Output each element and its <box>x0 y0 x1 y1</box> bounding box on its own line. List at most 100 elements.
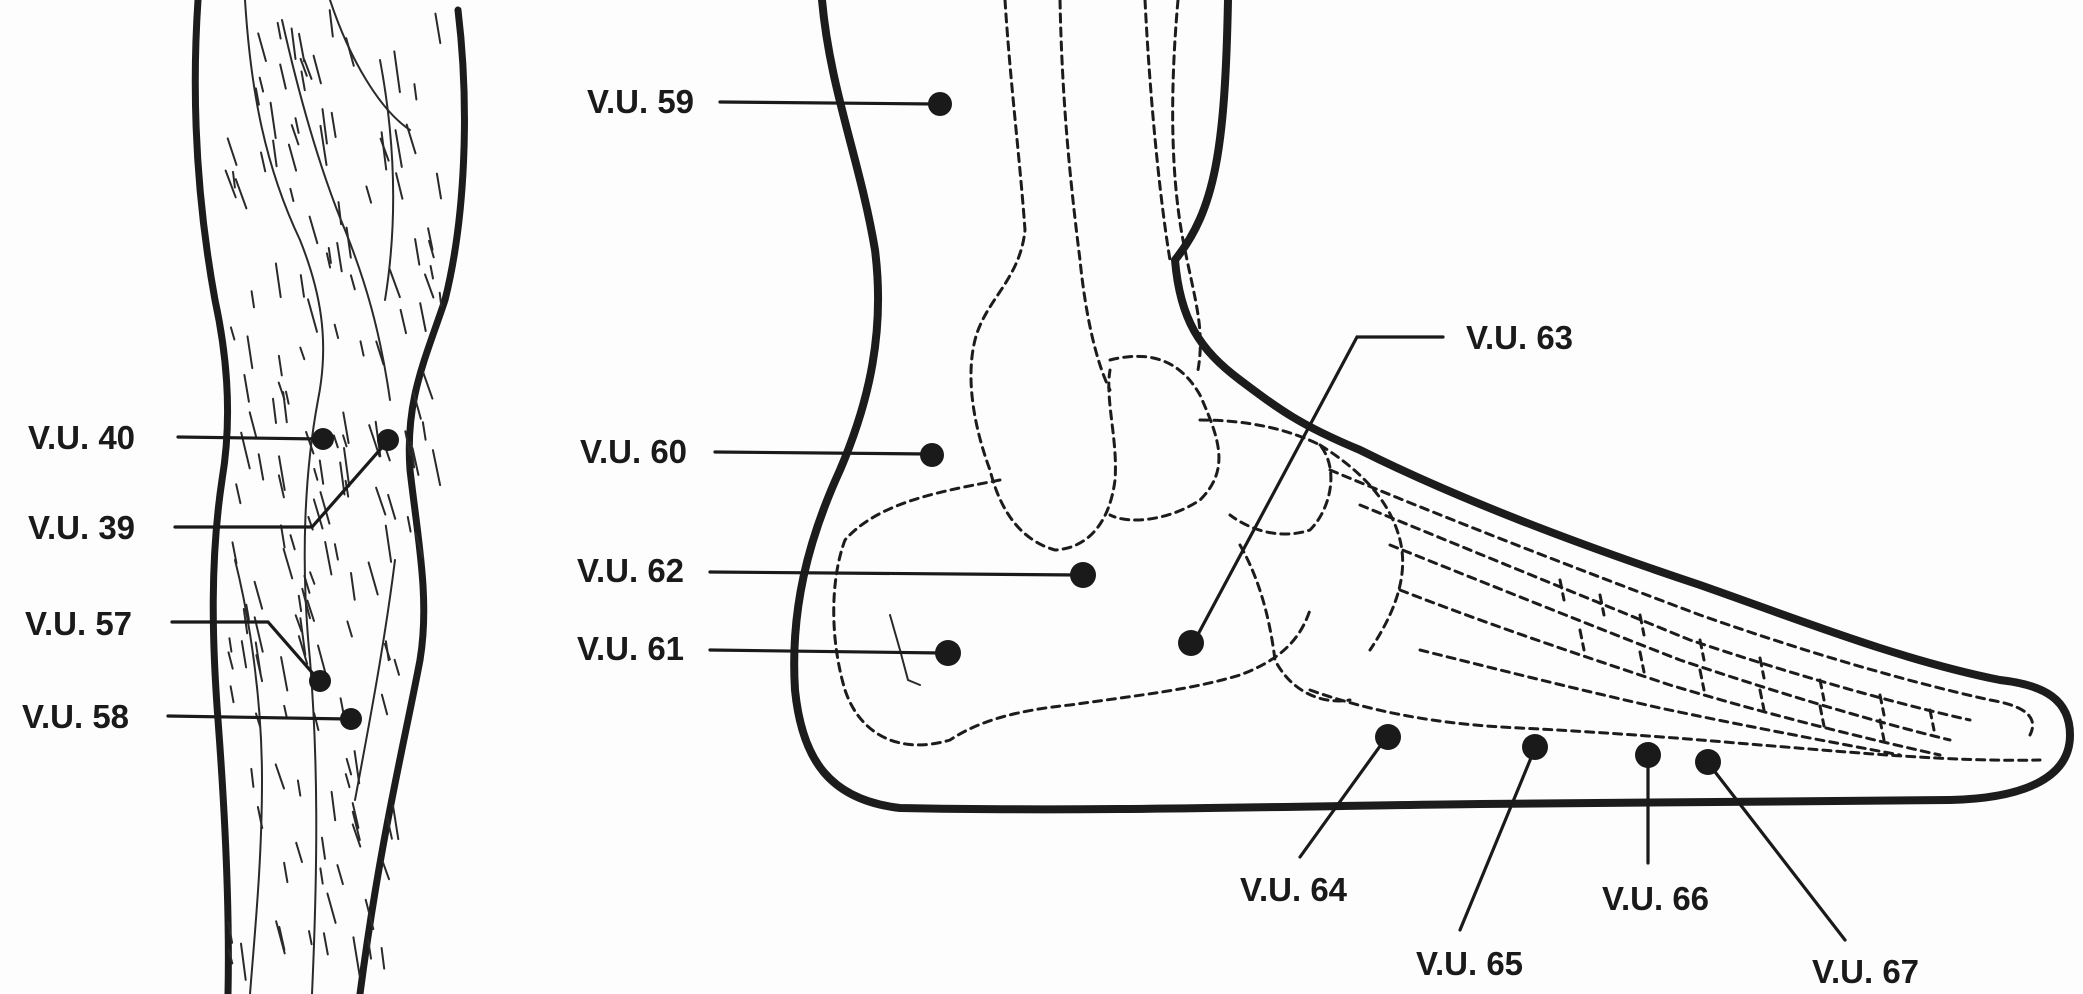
hatch-stroke <box>290 124 300 146</box>
hatch-stroke <box>231 541 238 565</box>
hatch-stroke <box>434 12 442 45</box>
label-vu57: V.U. 57 <box>25 605 132 642</box>
hatch-stroke <box>406 516 412 533</box>
hatch-stroke <box>330 790 337 822</box>
hatch-stroke <box>395 172 404 200</box>
fibula-bone <box>1171 0 1202 372</box>
label-vu66: V.U. 66 <box>1602 880 1709 917</box>
hatch-stroke <box>431 449 442 487</box>
acupoint-vu64: V.U. 64 <box>1240 724 1401 908</box>
hatch-stroke <box>287 143 298 172</box>
hatch-stroke <box>405 123 417 155</box>
hatch-stroke <box>229 326 236 341</box>
hatch-stroke <box>227 921 234 944</box>
hatch-stroke <box>248 411 258 439</box>
hatch-stroke <box>277 474 285 499</box>
joint-tick <box>1698 638 1706 662</box>
hatch-stroke <box>301 587 311 620</box>
foot-outline <box>790 0 2074 814</box>
hatch-stroke <box>328 9 334 38</box>
hatch-stroke <box>414 532 425 559</box>
hatch-stroke <box>367 938 372 960</box>
cuboid-bone <box>1238 543 1352 703</box>
hatch-stroke <box>297 594 303 613</box>
hatch-stroke <box>308 215 319 245</box>
hatch-stroke <box>393 50 401 94</box>
hatch-stroke <box>272 139 278 168</box>
leader-line <box>1193 335 1445 642</box>
hatch-stroke <box>294 117 300 134</box>
hatch-stroke <box>254 87 260 106</box>
hatch-stroke <box>344 773 351 789</box>
hatch-stroke <box>253 580 264 610</box>
tibia-inner <box>1058 0 1112 392</box>
hatch-stroke <box>240 640 248 669</box>
point-marker <box>1178 630 1204 656</box>
hatch-stroke <box>325 252 332 269</box>
acupoint-vu58: V.U. 58 <box>22 698 362 735</box>
hatch-stroke <box>322 932 329 956</box>
leader-line <box>718 100 937 106</box>
hatch-stroke <box>375 340 385 366</box>
hatch-stroke <box>386 815 393 840</box>
hatch-stroke <box>326 892 337 924</box>
hatch-stroke <box>384 524 393 563</box>
hatch-stroke <box>300 70 306 92</box>
label-vu61: V.U. 61 <box>577 630 684 667</box>
point-marker <box>377 429 399 451</box>
hatch-stroke <box>424 273 435 299</box>
label-vu62: V.U. 62 <box>577 552 684 589</box>
hatch-stroke <box>380 693 389 716</box>
hatch-stroke <box>312 54 322 85</box>
hatch-stroke <box>364 898 375 930</box>
hatch-stroke <box>224 169 237 199</box>
hatch-stroke <box>330 111 337 138</box>
hatch-stroke <box>381 860 390 881</box>
hatch-stroke <box>269 101 277 139</box>
hatch-stroke <box>257 453 265 481</box>
hatch-stroke <box>276 21 282 40</box>
leader-line <box>713 450 930 456</box>
hatch-stroke <box>227 651 234 670</box>
acupoint-vu61: V.U. 61 <box>577 630 961 667</box>
hatch-stroke <box>295 841 303 863</box>
hatch-stroke <box>272 397 277 424</box>
hatch-stroke <box>245 603 250 621</box>
hatch-stroke <box>333 543 339 561</box>
leader-line <box>708 648 944 655</box>
tibia-bone <box>969 0 1117 552</box>
leader-line <box>1298 740 1385 859</box>
hatch-stroke <box>303 574 311 594</box>
hatch-stroke <box>313 712 320 731</box>
hatch-stroke <box>303 58 313 80</box>
hatch-stroke <box>313 467 319 481</box>
metatarsal-bone <box>1328 468 2034 737</box>
hatch-stroke <box>232 170 236 189</box>
hatch-stroke <box>289 534 296 551</box>
hatch-stroke <box>321 108 328 145</box>
hatch-stroke <box>240 942 247 981</box>
hatch-stroke <box>352 936 361 977</box>
hatch-stroke <box>336 864 344 886</box>
acupoint-vu62: V.U. 62 <box>577 552 1096 589</box>
hatch-stroke <box>305 431 315 455</box>
joint-tick <box>1638 650 1646 674</box>
hatch-stroke <box>275 920 286 955</box>
point-marker <box>312 428 334 450</box>
hatch-stroke <box>306 599 315 622</box>
hatch-stroke <box>428 239 435 259</box>
hatch-stroke <box>367 561 379 596</box>
acupoint-vu60: V.U. 60 <box>580 433 944 470</box>
hatch-stroke <box>393 658 400 676</box>
leg-muscle-line <box>244 0 325 994</box>
navicular-bone <box>1198 418 1333 536</box>
hatch-stroke <box>412 389 422 420</box>
leader-line <box>1458 751 1535 932</box>
hatch-stroke <box>235 483 242 505</box>
hatch-stroke <box>342 434 348 448</box>
hatch-stroke <box>227 948 234 965</box>
point-marker <box>1695 749 1721 775</box>
joint-tick <box>1928 708 1936 732</box>
hatch-stroke <box>411 447 420 476</box>
hatch-stroke <box>280 656 289 692</box>
